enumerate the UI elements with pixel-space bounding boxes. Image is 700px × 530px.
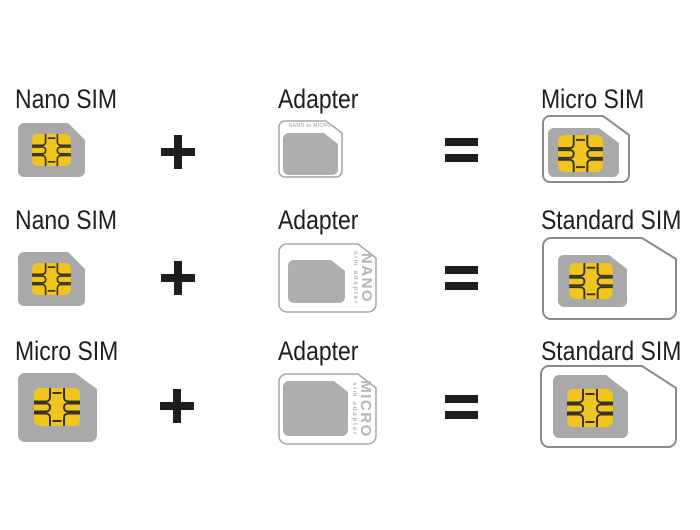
- sim-chip-icon: [29, 383, 85, 432]
- sim-chip-icon: [564, 258, 617, 304]
- micro-sim-card-icon: [18, 373, 97, 442]
- sim-chip-icon: [562, 384, 618, 433]
- row2-right-label: Standard SIM: [541, 205, 682, 235]
- row1-right-label: Micro SIM: [541, 84, 645, 114]
- adapter-text-sub: sim adapter: [352, 250, 360, 306]
- equals-operator: [445, 266, 478, 290]
- adapter-vertical-inscription: MICRO sim adapter: [350, 379, 374, 439]
- adapter-cutout: [288, 260, 345, 303]
- plus-operator: [161, 261, 195, 295]
- row1-left-label: Nano SIM: [15, 84, 118, 114]
- adapter-vertical-inscription: NANO sim adapter: [351, 248, 375, 308]
- adapter-inscription: NANO to MICRO: [288, 123, 332, 129]
- micro-sim-adapter-icon: [278, 373, 377, 445]
- standard-sim-in-adapter-icon: [542, 237, 677, 320]
- sim-chip-icon: [28, 130, 75, 171]
- sim-chip-icon: [553, 130, 608, 177]
- standard-sim-in-adapter-icon: [540, 365, 677, 448]
- equals-operator: [445, 138, 478, 162]
- sim-chip-icon: [28, 259, 75, 300]
- nano-sim-card-icon: [18, 252, 85, 306]
- equals-operator: [445, 395, 478, 419]
- row2-left-label: Nano SIM: [15, 205, 118, 235]
- adapter-text-main: NANO: [358, 252, 376, 304]
- plus-operator: [160, 389, 194, 423]
- row1-adapter-label: Adapter: [278, 84, 359, 114]
- row2-adapter-label: Adapter: [278, 205, 359, 235]
- micro-sim-in-adapter-icon: [542, 115, 630, 183]
- plus-operator: [161, 135, 195, 169]
- adapter-text-sub: sim adapter: [351, 381, 359, 437]
- adapter-text-main: MICRO: [357, 380, 375, 438]
- row3-adapter-label: Adapter: [278, 336, 359, 366]
- nano-sim-card-icon: [18, 123, 85, 177]
- nano-sim-adapter-icon: [278, 243, 377, 313]
- adapter-cutout: [283, 133, 338, 175]
- nano-to-micro-adapter-icon: [278, 120, 343, 178]
- row3-right-label: Standard SIM: [541, 336, 682, 366]
- adapter-cutout: [283, 381, 348, 436]
- row3-left-label: Micro SIM: [15, 336, 119, 366]
